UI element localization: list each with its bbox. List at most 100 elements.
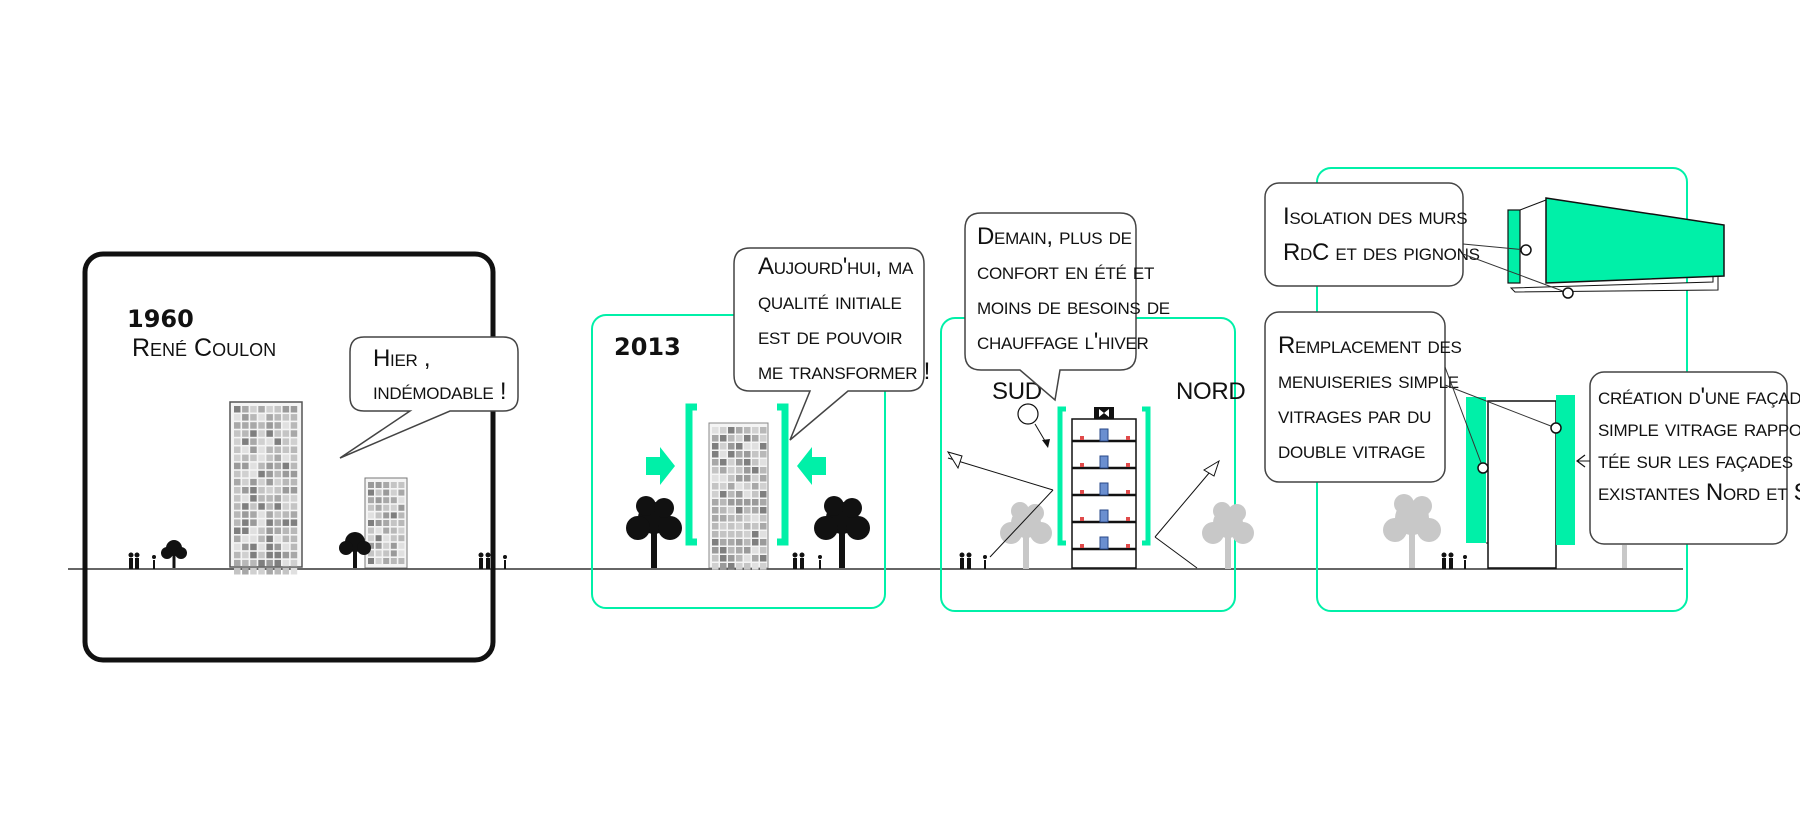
tower-window	[390, 542, 397, 549]
tower-window	[368, 520, 374, 526]
tree-icon	[814, 496, 870, 568]
tower-window	[744, 491, 751, 498]
tower-window	[258, 406, 265, 413]
tower-1960-tall	[229, 401, 303, 575]
tower-window	[258, 487, 265, 494]
tower-window	[752, 435, 759, 442]
tower-window	[368, 527, 374, 534]
tower-window	[375, 482, 382, 488]
tower-window	[258, 438, 265, 445]
panel-tomorrow: SUD NORD Demain, plus de confort en été …	[940, 212, 1254, 612]
tower-window	[242, 559, 249, 567]
tower-window	[242, 543, 249, 551]
panel-details: Isolation des murs RdC et des pignons Re…	[1264, 167, 1800, 612]
radiator-mark	[1126, 463, 1130, 467]
tower-window	[390, 482, 397, 488]
label-nord: NORD	[1176, 378, 1245, 405]
tower-window	[760, 523, 767, 530]
tower-window	[390, 504, 397, 511]
green-bracket-icon	[685, 403, 789, 546]
tower-window	[760, 555, 767, 562]
tower-window	[728, 555, 735, 562]
tower-window	[242, 406, 249, 413]
tower-window	[760, 563, 767, 570]
tower-window	[250, 422, 257, 429]
bubble-2013-line-2: qualité initiale	[758, 288, 902, 315]
tower-window	[266, 446, 273, 453]
tower-window	[258, 470, 265, 478]
tower-window	[250, 511, 257, 518]
radiator-mark	[1126, 490, 1130, 494]
tower-window	[744, 499, 751, 506]
tower-window	[398, 482, 405, 488]
tower-window	[398, 558, 405, 564]
people-icon	[1441, 552, 1467, 569]
tower-window	[258, 543, 265, 551]
tower-2013	[708, 422, 769, 570]
tree-icon	[161, 540, 187, 568]
tower-window	[712, 507, 719, 514]
tower-window	[383, 504, 390, 511]
tower-window	[744, 435, 751, 442]
bubble-2013-line-1: Aujourd'hui, ma	[758, 253, 914, 280]
people-icon	[128, 552, 507, 569]
tower-window	[744, 483, 751, 490]
tower-window	[266, 406, 273, 413]
tower-window	[728, 507, 735, 514]
tower-window	[744, 563, 751, 570]
tower-window	[242, 478, 249, 486]
tower-window	[258, 462, 265, 470]
tower-window	[728, 443, 735, 450]
tree-icon	[339, 532, 371, 568]
callout-facade-line-4: existantes Nord et Sud	[1598, 479, 1800, 506]
bubble-2013-line-4: me transformer !	[758, 358, 930, 385]
wind-arrow-icon	[1154, 459, 1220, 569]
tower-window	[728, 451, 735, 458]
tower-window	[383, 542, 390, 549]
tower-window	[274, 535, 281, 543]
tower-window	[234, 454, 241, 462]
tower-window	[250, 568, 257, 575]
tower-window	[234, 406, 241, 413]
tower-window	[368, 512, 374, 519]
tower-window	[760, 515, 767, 522]
tower-window	[728, 523, 735, 530]
tower-window	[242, 454, 249, 462]
panel-1960-year: 1960	[127, 305, 194, 333]
tower-window	[720, 467, 727, 474]
tower-window	[398, 520, 405, 526]
tower-window	[752, 523, 759, 530]
tower-window	[234, 503, 241, 510]
tower-window	[712, 555, 719, 562]
tower-window	[736, 443, 743, 450]
tower-window	[736, 547, 743, 554]
tower-window	[258, 430, 265, 437]
tower-window	[375, 512, 382, 519]
tower-window	[736, 483, 743, 490]
tower-window	[383, 520, 390, 526]
tower-window	[752, 427, 759, 434]
radiator-mark	[1126, 517, 1130, 521]
tower-window	[383, 489, 390, 496]
radiator-mark	[1080, 544, 1084, 548]
tower-window	[728, 531, 735, 538]
tower-window	[390, 527, 397, 534]
tower-window	[234, 446, 241, 453]
tower-window	[274, 430, 281, 437]
tower-window	[720, 539, 727, 546]
panel-1960-author: René Coulon	[132, 334, 276, 362]
tower-window	[752, 451, 759, 458]
tower-window	[720, 499, 727, 506]
tower-window	[274, 406, 281, 413]
tower-window	[744, 427, 751, 434]
tower-window	[266, 487, 273, 494]
tower-window	[728, 539, 735, 546]
radiator-mark	[1080, 517, 1084, 521]
tower-window	[290, 454, 298, 462]
tower-window	[398, 512, 405, 519]
bubble-1960-line-2: indémodable !	[373, 378, 506, 405]
tower-window	[282, 454, 290, 462]
tower-1960-small	[364, 477, 408, 569]
tower-window	[290, 503, 298, 510]
people-icon	[959, 552, 987, 569]
